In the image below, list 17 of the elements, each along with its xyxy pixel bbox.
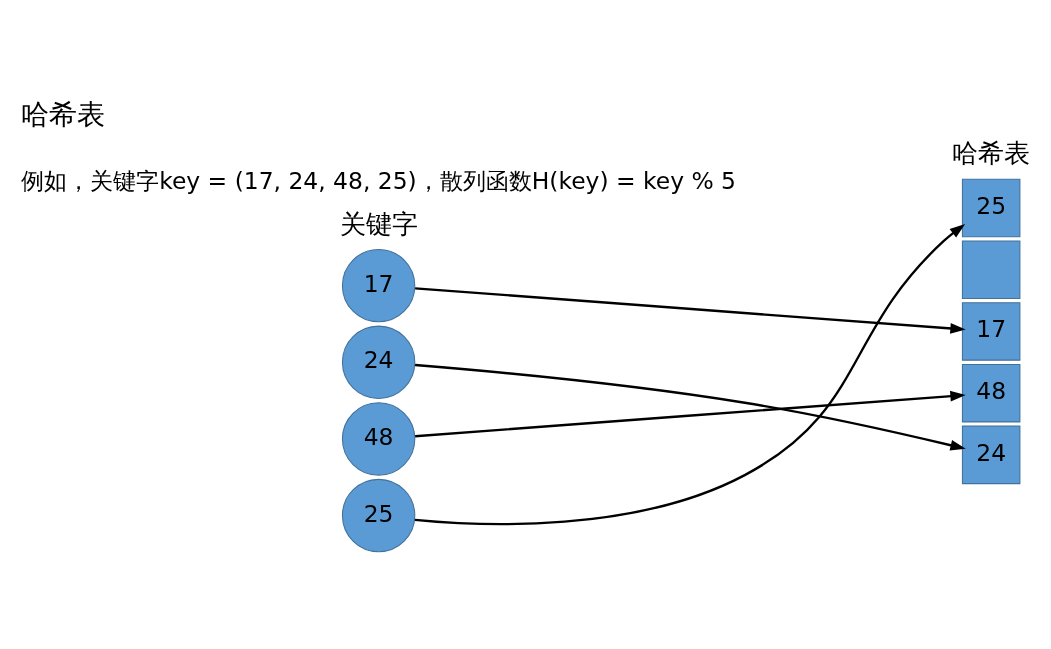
- node-box: 48: [961, 363, 1021, 423]
- arrow: [415, 390, 966, 438]
- node-box: 17: [961, 302, 1021, 361]
- node-box: [961, 240, 1021, 299]
- node-box: 24: [961, 425, 1021, 485]
- node-circle: 25: [341, 478, 416, 553]
- node-circle: 48: [341, 402, 416, 476]
- arrow: [415, 363, 966, 451]
- node-circle: 17: [341, 248, 416, 323]
- arrow: [415, 287, 966, 334]
- label: 哈希表: [952, 138, 1031, 169]
- diagram-title: 哈希表: [21, 97, 106, 131]
- label: 例如，关键字key = (17, 24, 48, 25)，散列函数H(key) = key % 5: [21, 167, 737, 196]
- node-circle: 24: [341, 325, 416, 399]
- label: 关键字: [339, 208, 418, 239]
- arrow: [414, 223, 966, 526]
- node-box: 25: [961, 178, 1021, 238]
